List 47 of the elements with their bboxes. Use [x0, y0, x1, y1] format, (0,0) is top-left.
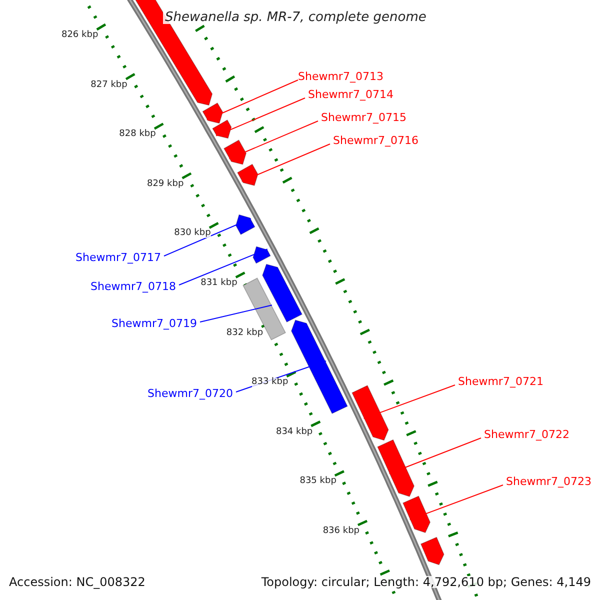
- gene-block: [223, 140, 247, 165]
- leader-line: [409, 484, 504, 520]
- scale-label: 834 kbp: [276, 428, 313, 437]
- leader-line: [164, 218, 252, 256]
- gene-block: [252, 246, 271, 264]
- gene-block: [236, 164, 258, 186]
- gene-label: Shewmr7_0713: [298, 71, 384, 82]
- leader-line: [200, 304, 272, 322]
- gene-label: Shewmr7_0720: [148, 388, 233, 399]
- gene-label: Shewmr7_0715: [321, 112, 406, 123]
- gene-label: Shewmr7_0719: [112, 318, 197, 329]
- footer-text: Accession: NC_008322: [9, 576, 146, 588]
- gene-block: [402, 496, 431, 534]
- gene-block: [377, 439, 415, 497]
- scale-label: 828 kbp: [119, 130, 156, 140]
- gene-label: Shewmr7_0722: [484, 429, 570, 440]
- gene-label: Shewmr7_0721: [458, 376, 544, 387]
- gene-block: [262, 264, 303, 323]
- leader-line: [216, 98, 306, 136]
- gene-label: Shewmr7_0723: [506, 476, 592, 487]
- scale-label: 836 kbp: [322, 527, 360, 536]
- leader-line: [178, 248, 268, 286]
- scale-label: 826 kbp: [61, 31, 98, 40]
- gene-block: [352, 384, 389, 441]
- leader-line: [206, 80, 298, 120]
- scale-label: 829 kbp: [146, 180, 184, 189]
- gene-label: Shewmr7_0714: [308, 89, 394, 100]
- gene-label: Shewmr7_0718: [90, 281, 176, 292]
- scale-label: 835 kbp: [300, 477, 336, 486]
- gene-block: [235, 214, 256, 236]
- scale-label: 833 kbp: [252, 378, 288, 388]
- leader-line: [388, 438, 482, 474]
- gene-block: [290, 320, 348, 414]
- scale-label: 831 kbp: [200, 279, 238, 288]
- leader-line: [241, 144, 330, 182]
- gene-block: [212, 119, 232, 139]
- leader-line: [363, 384, 456, 420]
- gene-label: Shewmr7_0716: [333, 135, 418, 146]
- leader-line: [228, 120, 318, 160]
- gene-block: [420, 536, 444, 566]
- scale-label: 830 kbp: [174, 229, 211, 238]
- title: Shewanella sp. MR-7, complete genome: [163, 11, 428, 24]
- gene-label: Shewmr7_0717: [76, 252, 161, 263]
- scale-label: 832 kbp: [226, 328, 264, 338]
- footer-text: Topology: circular; Length: 4,792,610 bp; Genes: 4,149: [261, 576, 591, 588]
- gene-block: [202, 102, 224, 124]
- gene-block: [242, 278, 286, 340]
